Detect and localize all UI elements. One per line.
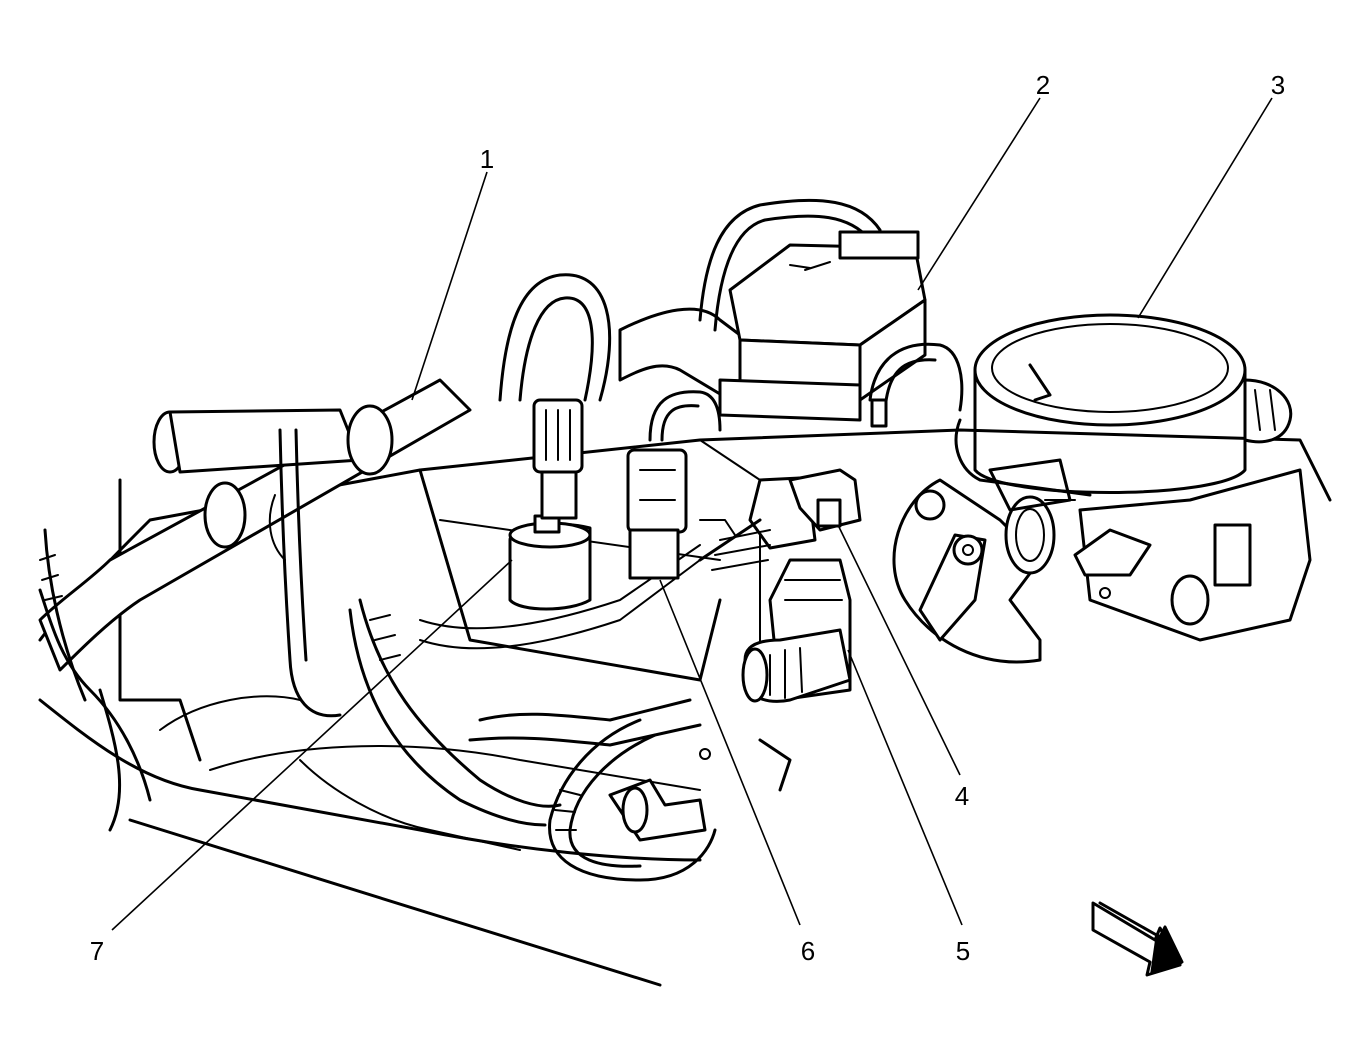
leader-line-4: [837, 524, 961, 776]
callout-2: 2: [1036, 70, 1050, 100]
callout-7: 7: [90, 936, 104, 966]
component-3-throttle-body: [954, 313, 1312, 642]
callout-5: 5: [956, 936, 970, 966]
callout-6: 6: [801, 936, 815, 966]
leader-line-1: [411, 171, 488, 401]
callout-3: 3: [1271, 70, 1285, 100]
wiring-harness: [348, 198, 882, 882]
hose-clamp: [608, 748, 711, 842]
fuel-rail-tube: [38, 378, 472, 672]
callout-labels: 1 2 3 4 5 6 7: [90, 70, 1285, 966]
component-4-sensor: [698, 468, 862, 571]
vertical-hose: [278, 428, 342, 718]
leader-line-2: [917, 97, 1041, 291]
throttle-linkage: [892, 458, 1076, 664]
leader-line-7: [111, 559, 513, 931]
callout-4: 4: [955, 781, 969, 811]
callout-1: 1: [480, 144, 494, 174]
leader-line-6: [659, 579, 801, 926]
front-direction-arrow-icon: [1091, 901, 1184, 977]
component-7-solenoid: [508, 398, 592, 611]
hose-elbow: [868, 342, 964, 428]
component-5-module: [741, 558, 852, 703]
left-wiring: [38, 528, 152, 832]
leader-line-3: [1137, 97, 1273, 319]
component-6-connector: [626, 390, 736, 580]
component-2-box: [718, 230, 927, 422]
leader-line-5: [847, 649, 963, 926]
leader-lines: [111, 97, 1273, 931]
